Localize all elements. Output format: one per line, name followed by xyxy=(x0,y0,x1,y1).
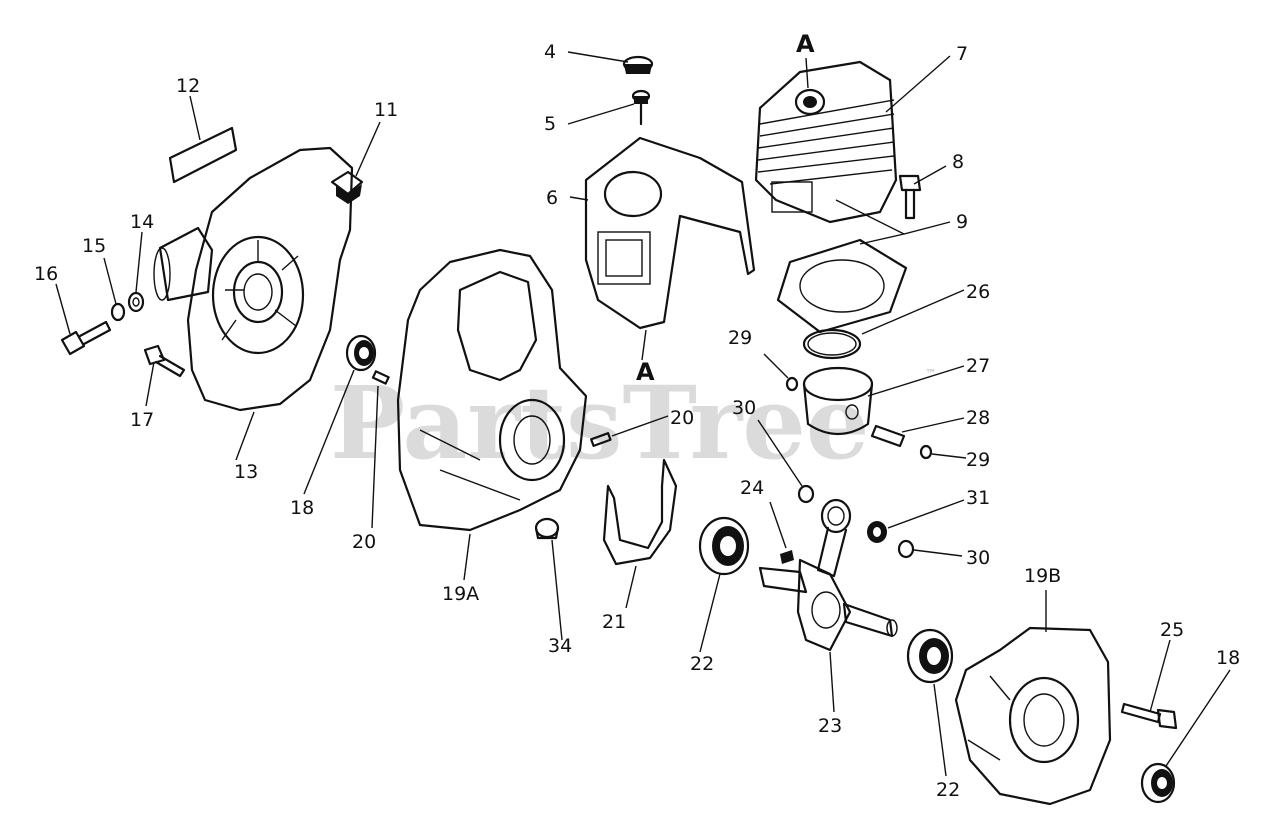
part-17-bolt xyxy=(143,344,186,378)
part-20-pin-left xyxy=(371,370,390,385)
callout-30-top: 30 xyxy=(732,397,756,419)
part-31-bearing xyxy=(867,521,887,543)
callout-22-left: 22 xyxy=(690,653,714,675)
callout-16: 16 xyxy=(34,263,58,285)
part-6-cover xyxy=(584,136,756,330)
part-15-lockwasher xyxy=(110,302,126,322)
callout-15: 15 xyxy=(82,235,106,257)
callout-8: 8 xyxy=(952,151,964,173)
callout-21: 21 xyxy=(602,611,626,633)
callout-7: 7 xyxy=(956,43,968,65)
callout-30-bottom: 30 xyxy=(966,547,990,569)
part-9-gasket xyxy=(776,238,908,334)
part-8-bolt xyxy=(898,174,922,220)
callout-29-top: 29 xyxy=(728,327,752,349)
callout-22-right: 22 xyxy=(936,779,960,801)
callout-4: 4 xyxy=(544,41,556,63)
callout-26: 26 xyxy=(966,281,990,303)
part-22-bearing-right xyxy=(906,628,954,684)
callout-14: 14 xyxy=(130,211,154,233)
part-12-decal xyxy=(168,126,238,184)
part-4-cap xyxy=(622,55,654,74)
callout-20-right: 20 xyxy=(670,407,694,429)
part-18-seal-left xyxy=(345,334,377,372)
callout-13: 13 xyxy=(234,461,258,483)
part-25-bolt xyxy=(1120,702,1178,730)
part-13-fan-housing xyxy=(153,146,354,412)
section-marker-bottom: A xyxy=(636,358,655,386)
part-29-clip-bottom xyxy=(919,444,933,460)
callout-23: 23 xyxy=(818,715,842,737)
part-18-seal-right xyxy=(1140,762,1176,804)
callout-6: 6 xyxy=(546,187,558,209)
watermark-text: PartsTree xyxy=(330,364,870,482)
callout-17: 17 xyxy=(130,409,154,431)
callout-labels: 4 5 6 7 8 9 11 12 13 14 15 16 17 18 19A … xyxy=(34,30,1240,801)
callout-24: 24 xyxy=(740,477,764,499)
callout-9: 9 xyxy=(956,211,968,233)
part-14-washer xyxy=(127,291,145,313)
callout-19a: 19A xyxy=(442,583,479,605)
callout-31: 31 xyxy=(966,487,990,509)
callout-18-right: 18 xyxy=(1216,647,1240,669)
callout-18-left: 18 xyxy=(290,497,314,519)
part-19a-crankcase xyxy=(396,248,588,532)
part-24-key xyxy=(780,550,794,564)
part-19b-crankcase xyxy=(954,626,1112,806)
part-22-bearing-left xyxy=(698,516,750,576)
callout-20-left: 20 xyxy=(352,531,376,553)
part-30-washer-bottom xyxy=(897,539,915,559)
watermark-trademark: ™ xyxy=(925,367,937,381)
part-21-gasket xyxy=(602,458,678,566)
part-28-pin xyxy=(870,424,906,448)
part-7-cylinder xyxy=(754,60,898,224)
callout-27: 27 xyxy=(966,355,990,377)
callout-25: 25 xyxy=(1160,619,1184,641)
part-27-piston xyxy=(802,366,874,435)
callout-5: 5 xyxy=(544,113,556,135)
callout-19b: 19B xyxy=(1024,565,1061,587)
callout-34: 34 xyxy=(548,635,572,657)
part-29-clip-top xyxy=(785,376,799,392)
part-26-ring xyxy=(802,328,862,360)
section-marker-top: A xyxy=(796,30,815,58)
part-30-washer-top xyxy=(797,484,815,504)
callout-12: 12 xyxy=(176,75,200,97)
part-34-bushing xyxy=(534,517,560,540)
part-16-bolt xyxy=(60,320,112,356)
callout-28: 28 xyxy=(966,407,990,429)
callout-11: 11 xyxy=(374,99,398,121)
leader-lines xyxy=(55,51,1231,777)
part-23-crankshaft xyxy=(758,498,898,652)
part-20-pin-right xyxy=(590,432,612,447)
part-5-screw xyxy=(631,89,651,126)
callout-29-bottom: 29 xyxy=(966,449,990,471)
part-11-block xyxy=(330,170,364,204)
